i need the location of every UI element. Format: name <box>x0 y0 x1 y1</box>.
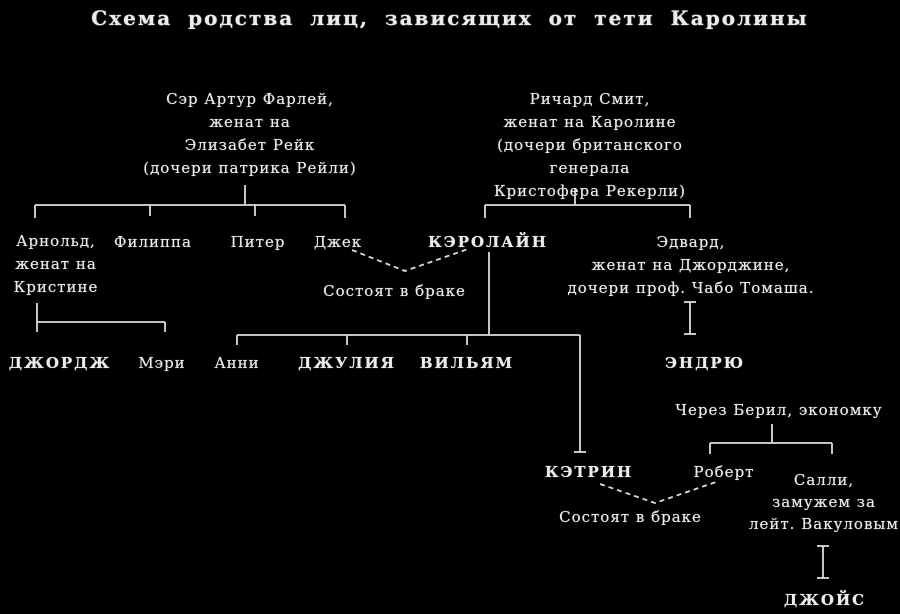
node-robert: Роберт <box>693 463 755 481</box>
node-edward: Эдвард, женат на Джорджине, дочери проф.… <box>567 233 815 297</box>
node-katrin: КЭТРИН <box>544 463 634 481</box>
node-george: ДЖОРДЖ <box>8 354 112 372</box>
node-peter: Питер <box>230 233 286 251</box>
node-julia: ДЖУЛИЯ <box>298 354 396 372</box>
node-mary: Мэри <box>138 354 186 372</box>
node-sally: Салли, замужем за лейт. Вакуловым <box>748 471 899 533</box>
label-married-katrin-robert: Состоят в браке <box>559 508 702 526</box>
node-arnold: Арнольд, женат на Кристине <box>13 232 99 296</box>
node-smith: Ричард Смит, женат на Каролине (дочери б… <box>493 90 687 200</box>
node-andrew: ЭНДРЮ <box>664 354 746 372</box>
node-jack: Джек <box>313 233 363 251</box>
page-title: Схема родства лиц, зависящих от тети Кар… <box>91 6 809 30</box>
node-william: ВИЛЬЯМ <box>419 354 515 372</box>
node-philippa: Филиппа <box>114 233 192 251</box>
node-caroline: КЭРОЛАЙН <box>428 233 548 251</box>
label-married-jack-caroline: Состоят в браке <box>323 282 466 300</box>
node-sir-farley: Сэр Артур Фарлей, женат на Элизабет Рейк… <box>143 90 357 177</box>
label-via-beryl: Через Берил, экономку <box>675 401 883 419</box>
node-joyce: ДЖОЙС <box>783 591 867 609</box>
node-annie: Анни <box>214 354 260 372</box>
marriage-link-jack-caroline <box>351 248 469 272</box>
marriage-link-katrin-robert <box>599 481 717 504</box>
